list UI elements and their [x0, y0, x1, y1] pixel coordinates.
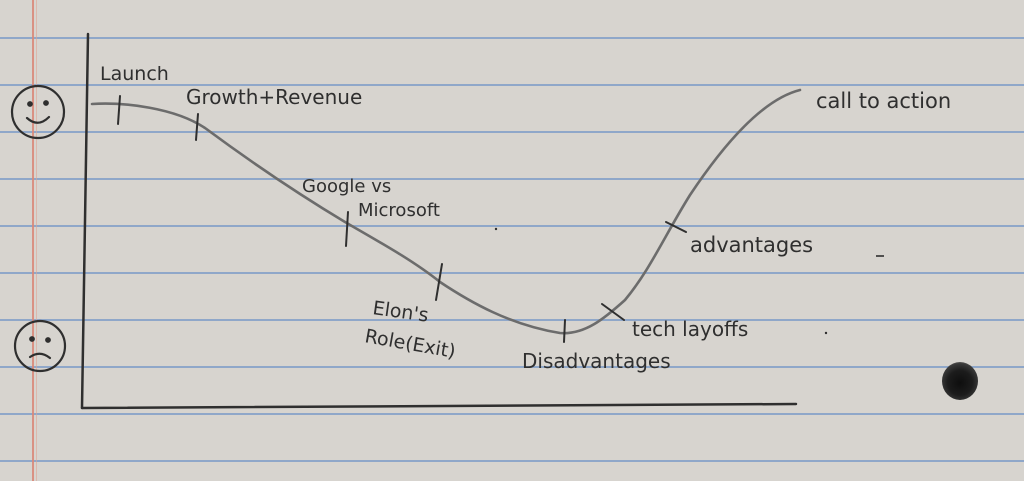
- tick-launch: [117, 95, 121, 125]
- label-google: Google vs: [302, 176, 391, 197]
- stray-dot: [494, 227, 498, 231]
- happy-face-icon: [10, 84, 66, 140]
- stray-dot: [824, 331, 828, 335]
- label-role-exit: Role(Exit): [363, 325, 457, 363]
- tick-layoffs: [601, 303, 625, 321]
- label-launch: Launch: [100, 63, 169, 85]
- x-axis: [80, 402, 798, 410]
- tick-elon: [435, 263, 443, 301]
- label-tech-layoffs: tech layoffs: [632, 317, 748, 341]
- tick-google: [345, 211, 349, 247]
- label-disadvantages: Disadvantages: [522, 349, 671, 373]
- label-microsoft: Microsoft: [358, 200, 440, 221]
- tick-growth: [195, 113, 199, 141]
- label-elon: Elon's: [371, 297, 430, 327]
- label-call-to-action: call to action: [816, 89, 951, 113]
- tick-disadvantages: [563, 319, 566, 343]
- tick-advantages: [665, 221, 687, 233]
- label-advantages: advantages: [690, 233, 813, 257]
- margin-line: [32, 0, 34, 481]
- sad-face-icon: [13, 319, 67, 373]
- story-curve: [90, 88, 802, 335]
- label-growth: Growth+Revenue: [186, 85, 362, 109]
- punch-hole: [942, 362, 978, 400]
- y-axis: [80, 32, 90, 410]
- margin-line-inner: [36, 0, 37, 481]
